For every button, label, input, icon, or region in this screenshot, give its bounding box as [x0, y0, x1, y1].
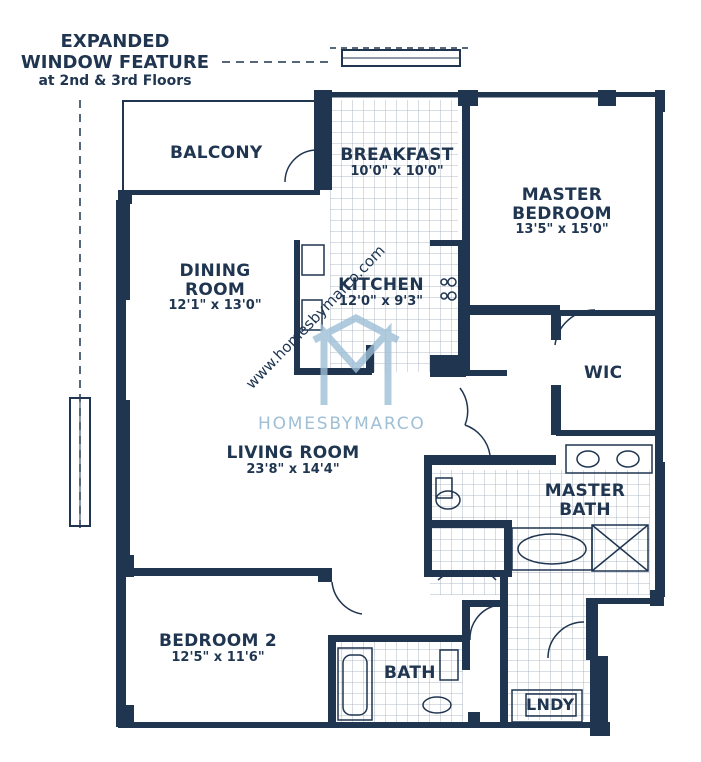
watermark-m-logo: [312, 314, 400, 405]
watermark-brand: HOMESBYMARCO: [258, 414, 426, 434]
note-line1: EXPANDED: [60, 31, 170, 52]
dining-room-name1: DINING: [179, 261, 251, 281]
master-bath-name2: BATH: [559, 499, 611, 520]
doors: [284, 149, 596, 659]
master-bath-label: MASTER BATH: [530, 482, 640, 519]
bedroom2-dim: 12'5" x 11'6": [171, 649, 265, 665]
tile-floors: [330, 100, 650, 725]
fixtures: [301, 244, 653, 723]
bath-label: BATH: [384, 663, 436, 683]
walls: [116, 90, 665, 736]
windows: [119, 96, 598, 705]
kitchen-label: KITCHEN 12'0" x 9'3": [326, 276, 436, 309]
master-bedroom-dim: 13'5" x 15'0": [515, 222, 609, 238]
master-bedroom-label: MASTER BEDROOM 13'5" x 15'0": [492, 186, 632, 238]
note-line2: WINDOW FEATURE: [20, 51, 210, 73]
living-room-dim: 23'8" x 14'4": [246, 461, 340, 477]
bedroom2-label: BEDROOM 2 12'5" x 11'6": [148, 632, 288, 665]
dining-room-dim: 12'1" x 13'0": [168, 298, 262, 314]
bedroom2-name: BEDROOM 2: [158, 631, 278, 651]
dining-room-name2: ROOM: [184, 279, 246, 300]
laundry-label: LNDY: [526, 695, 575, 714]
breakfast-label: BREAKFAST 10'0" x 10'0": [332, 146, 462, 179]
master-bedroom-name2: BEDROOM: [512, 203, 612, 224]
kitchen-dim: 12'0" x 9'3": [338, 293, 424, 309]
dining-room-label: DINING ROOM 12'1" x 13'0": [150, 262, 280, 314]
master-bath-name1: MASTER: [544, 481, 626, 501]
breakfast-dim: 10'0" x 10'0": [350, 163, 444, 179]
living-room-label: LIVING ROOM 23'8" x 14'4": [218, 444, 368, 477]
wic-label: WIC: [584, 363, 623, 383]
master-bedroom-name1: MASTER: [521, 185, 603, 205]
note-line3: at 2nd & 3rd Floors: [38, 73, 192, 90]
balcony-label: BALCONY: [170, 143, 263, 163]
kitchen-breakfast-tile: [330, 100, 458, 372]
living-room-name: LIVING ROOM: [226, 443, 360, 463]
bath-tile: [338, 640, 463, 725]
kitchen-name: KITCHEN: [338, 275, 424, 295]
breakfast-name: BREAKFAST: [340, 145, 454, 165]
expanded-window-callout: [69, 47, 472, 530]
expanded-window-note: EXPANDED WINDOW FEATURE at 2nd & 3rd Flo…: [10, 31, 220, 90]
